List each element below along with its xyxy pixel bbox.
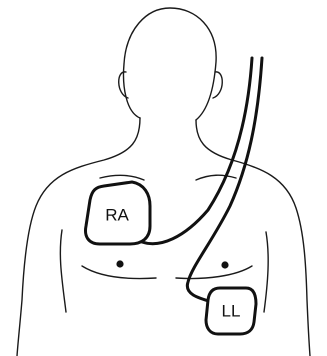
ll-electrode: LL — [206, 288, 256, 334]
left-nipple — [116, 260, 123, 267]
left-underarm-line — [60, 230, 66, 312]
left-pectoral-line — [82, 266, 156, 279]
right-underarm-line — [264, 232, 268, 312]
head-outline — [124, 8, 217, 120]
left-clavicle-line — [100, 175, 144, 180]
right-nipple — [221, 261, 228, 268]
lead-wires — [142, 58, 262, 302]
ra-lead-wire — [142, 58, 252, 244]
ll-electrode-label: LL — [222, 302, 241, 321]
right-pectoral-line — [176, 266, 252, 279]
right-clavicle-line — [196, 175, 236, 180]
ra-electrode-label: RA — [105, 206, 129, 225]
torso-outline — [17, 8, 310, 356]
ra-electrode: RA — [86, 182, 150, 244]
